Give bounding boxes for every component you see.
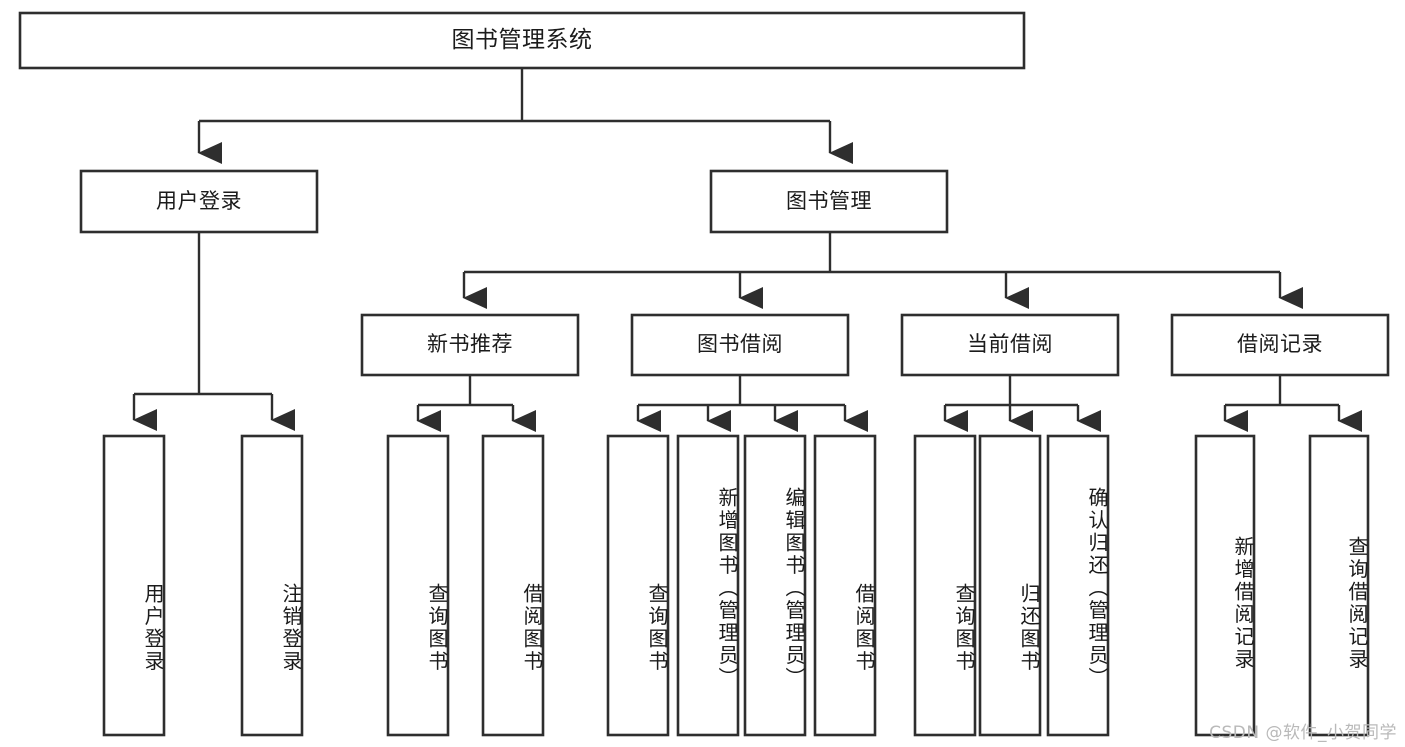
node-box-leaf-user-login[interactable]: [102, 434, 166, 737]
node-box-leaf-borrow-book-2[interactable]: [813, 434, 877, 737]
node-box-leaf-add-record[interactable]: [1194, 434, 1256, 737]
node-box-leaf-query-book-2[interactable]: [606, 434, 670, 737]
node-box-leaf-query-book-3[interactable]: [913, 434, 977, 737]
node-box-new-book-recommend[interactable]: [360, 313, 580, 377]
watermark-text: CSDN @软件_小贺同学: [1209, 723, 1397, 743]
node-box-book-borrow[interactable]: [630, 313, 850, 377]
node-box-leaf-query-record[interactable]: [1308, 434, 1370, 737]
node-box-leaf-confirm-return[interactable]: [1046, 434, 1110, 737]
node-box-leaf-edit-book[interactable]: [743, 434, 807, 737]
node-box-leaf-return-book[interactable]: [978, 434, 1042, 737]
node-box-leaf-add-book[interactable]: [676, 434, 740, 737]
node-box-root[interactable]: [18, 11, 1026, 70]
node-box-user-login[interactable]: [79, 169, 319, 234]
node-box-leaf-query-book-1[interactable]: [386, 434, 450, 737]
node-box-current-borrow[interactable]: [900, 313, 1120, 377]
node-box-book-manage[interactable]: [709, 169, 949, 234]
node-box-leaf-logout[interactable]: [240, 434, 304, 737]
node-box-leaf-borrow-book-1[interactable]: [481, 434, 545, 737]
node-box-borrow-record[interactable]: [1170, 313, 1390, 377]
